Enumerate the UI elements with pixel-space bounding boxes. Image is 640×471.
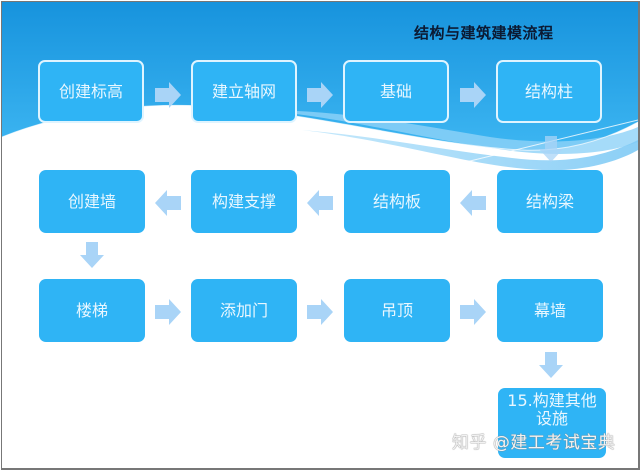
diagram-title: 结构与建筑建模流程 [414, 24, 554, 42]
step-ceiling: 吊顶 [344, 279, 450, 342]
step-create-wall: 创建墙 [39, 170, 145, 233]
step-build-bracing: 构建支撑 [191, 170, 297, 233]
step-other-facilities: 15.构建其他设施 [498, 388, 606, 458]
step-stairs: 楼梯 [39, 279, 145, 342]
arrow-right-icon [155, 82, 181, 108]
arrow-left-icon [307, 190, 333, 216]
arrow-right-icon [460, 299, 486, 325]
step-foundation: 基础 [343, 60, 449, 123]
step-structural-column: 结构柱 [496, 60, 602, 123]
arrow-left-icon [155, 190, 181, 216]
arrow-down-icon [539, 352, 563, 378]
arrow-right-icon [155, 299, 181, 325]
watermark: 知乎 @建工考试宝典 [452, 433, 616, 453]
arrow-left-icon [460, 190, 486, 216]
arrow-right-icon [307, 82, 333, 108]
arrow-down-icon [80, 242, 104, 268]
step-create-grids: 建立轴网 [191, 60, 297, 123]
step-structural-slab: 结构板 [344, 170, 450, 233]
arrow-right-icon [460, 82, 486, 108]
step-structural-beam: 结构梁 [497, 170, 603, 233]
arrow-down-icon [539, 136, 563, 162]
step-curtain-wall: 幕墙 [497, 279, 603, 342]
step-create-levels: 创建标高 [38, 60, 144, 123]
arrow-right-icon [307, 299, 333, 325]
step-add-doors: 添加门 [191, 279, 297, 342]
